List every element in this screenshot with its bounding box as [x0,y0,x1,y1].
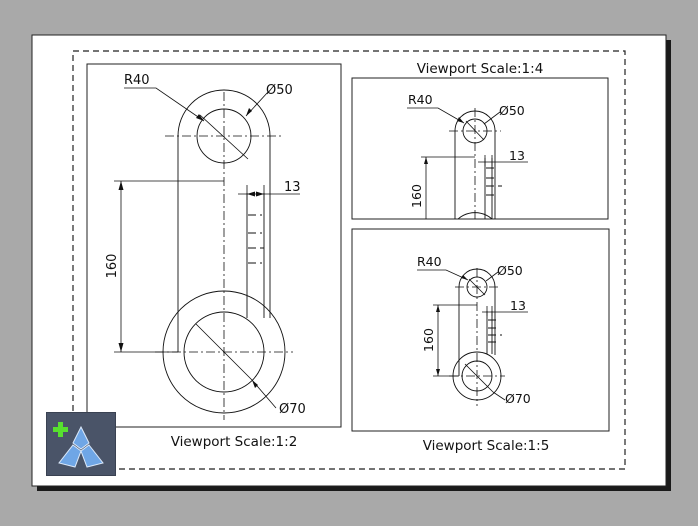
layout-app-icon[interactable] [46,412,116,476]
rib-outline [246,193,265,318]
arrow [252,380,258,388]
label-d70: Ø70 [279,402,306,417]
r40-leader [124,87,205,122]
hole-leaders [464,278,494,393]
label-d50: Ø50 [266,83,293,98]
top-right-drawing [407,107,528,219]
arrow [461,275,468,280]
label-r40: R40 [124,73,150,88]
hole-leaders [195,114,253,381]
arm-outline-left-top [177,89,271,352]
rib-hidden-lines [486,167,502,196]
d50-leader [485,271,499,282]
rib-outline [486,311,493,354]
dim-160-arrow [424,157,428,164]
viewport-main[interactable] [86,63,342,428]
label-13: 13 [510,298,526,313]
viewport-bottom-right[interactable] [351,228,610,432]
label-r40: R40 [408,92,433,107]
r40-leader [417,269,469,281]
printable-area-border [72,50,626,470]
label-d50: Ø50 [499,103,525,118]
label-d70: Ø70 [505,391,531,406]
viewport-bottom-right-caption: Viewport Scale:1:5 [423,438,550,454]
label-13: 13 [284,180,301,195]
viewport-top-right-caption: Viewport Scale:1:4 [417,61,544,77]
bottom-right-drawing [417,268,528,406]
arrow [196,114,204,121]
d50-leader [483,111,501,125]
label-d50: Ø50 [497,263,523,278]
dim-160-lines [114,180,224,353]
rib-hidden-lines [488,319,502,343]
arrow [246,108,252,116]
rib-hidden-lines [248,214,264,264]
add-layout-icon [53,422,104,468]
main-drawing [114,87,300,420]
viewport-top-right[interactable] [351,77,609,220]
r40-leader [407,107,465,124]
label-160: 160 [105,254,120,279]
arrow [457,117,464,123]
label-13: 13 [509,148,525,163]
viewport-main-caption: Viewport Scale:1:2 [171,434,298,450]
dim-13-arrows [247,191,264,197]
dim-13-lines [478,155,528,166]
dim-160-lines [421,156,475,219]
d70-leader [492,391,506,401]
hole-leader [465,120,485,141]
label-r40: R40 [417,254,442,269]
label-160: 160 [409,184,424,208]
dim-13-lines [482,306,528,316]
dim-160-lines [433,304,477,377]
label-160: 160 [421,328,436,352]
